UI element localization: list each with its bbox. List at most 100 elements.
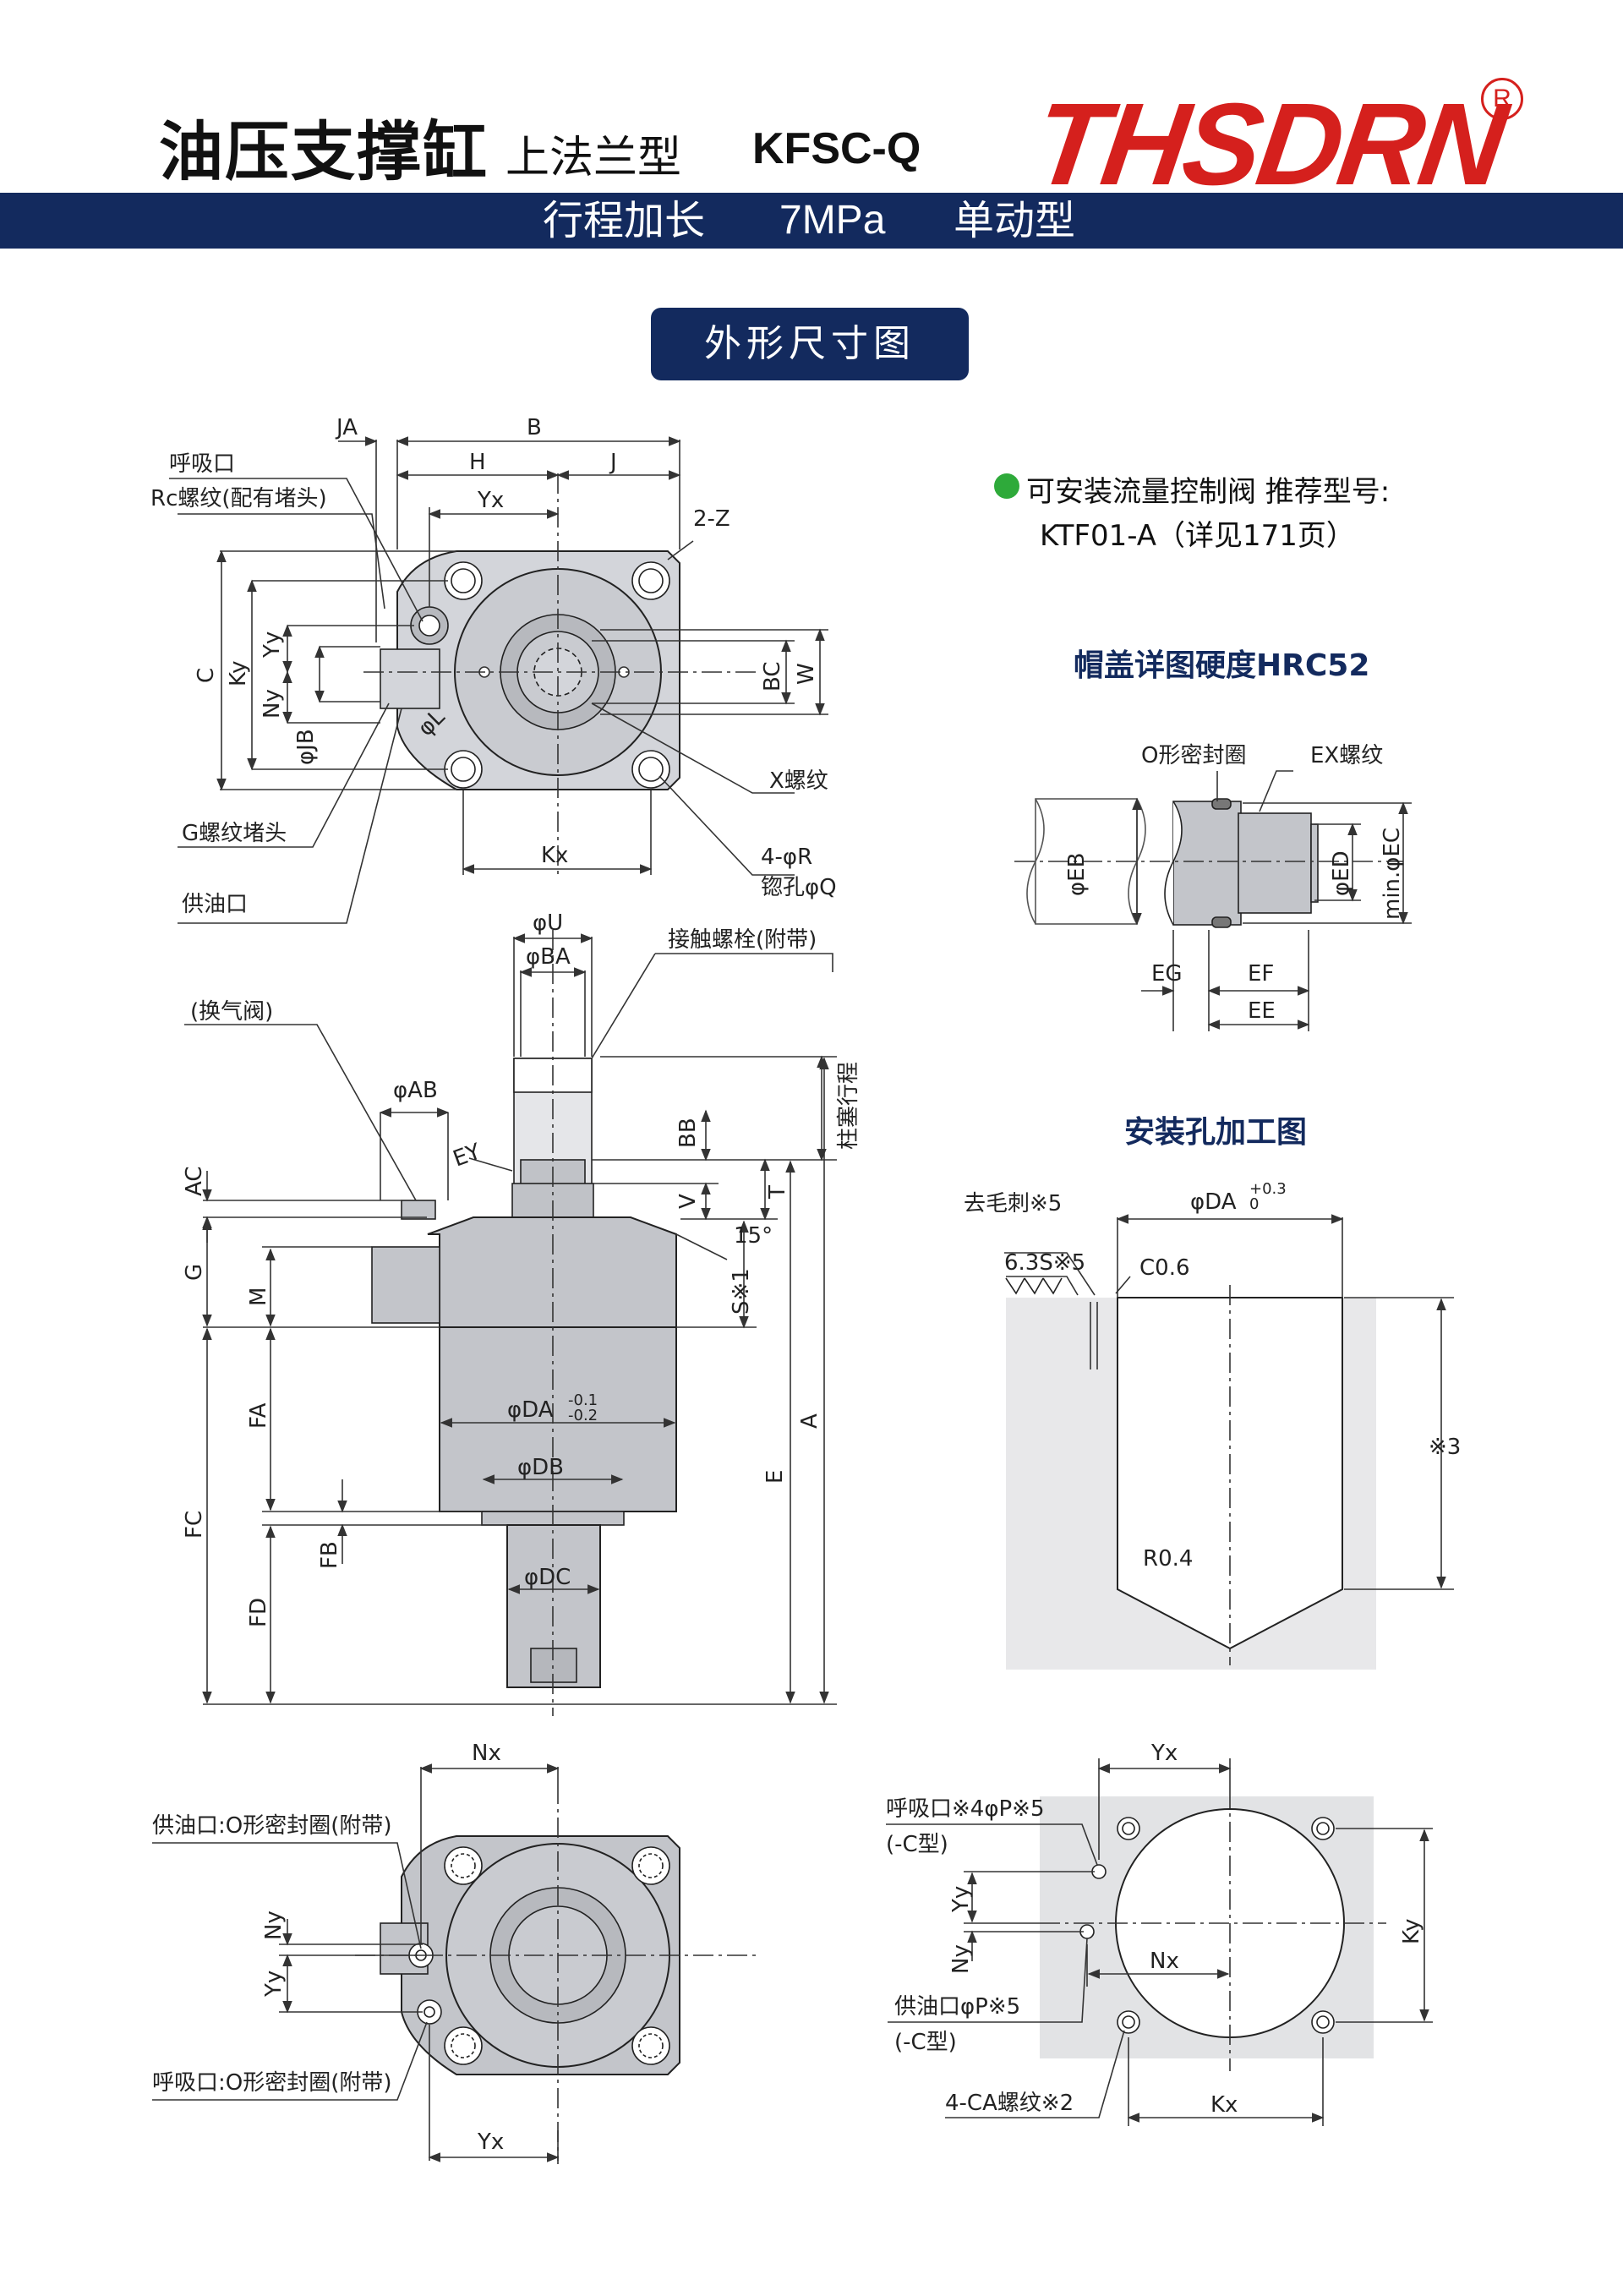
band-item-action: 单动型 xyxy=(954,197,1076,244)
dim-bc: BC xyxy=(760,661,785,692)
dim-dc: φDC xyxy=(524,1565,571,1590)
label-stroke: 柱塞行程 xyxy=(836,1062,861,1150)
dim-ey: EY xyxy=(450,1139,484,1172)
dim-ef: EF xyxy=(1248,961,1274,987)
dim-c: C xyxy=(194,668,219,683)
cap-detail-drawing xyxy=(1014,770,1412,1031)
label-x-thread: X螺纹 xyxy=(769,768,828,794)
green-bullet-icon xyxy=(994,473,1019,499)
label-rc-thread: Rc螺纹(配有堵头) xyxy=(150,486,327,511)
dim-yy-bottom: Yy xyxy=(261,1971,287,1998)
dim-fd: FD xyxy=(246,1598,271,1627)
dim-fa: FA xyxy=(246,1402,271,1429)
dim-t: T xyxy=(765,1185,790,1200)
label-c-type-1: (-C型) xyxy=(886,1832,948,1857)
mount-view-drawing xyxy=(886,1758,1433,2126)
dim-da: φDA xyxy=(507,1397,554,1423)
dim-g: G xyxy=(182,1264,207,1281)
label-roughness: 6.3S※5 xyxy=(1004,1250,1085,1276)
dim-ee: EE xyxy=(1248,998,1276,1024)
dim-yx-mount: Yx xyxy=(1150,1741,1178,1766)
dim-ky-mount: Ky xyxy=(1399,1918,1424,1944)
dim-jb: φJB xyxy=(293,729,319,765)
dim-e: E xyxy=(762,1470,788,1484)
dim-m: M xyxy=(246,1287,271,1306)
top-view-drawing xyxy=(169,436,828,924)
dim-bb: BB xyxy=(675,1118,701,1148)
label-breath-oring: 呼吸口:O形密封圈(附带) xyxy=(152,2070,392,2096)
registered-mark-icon: R xyxy=(1481,78,1523,120)
label-ex-thread: EX螺纹 xyxy=(1310,743,1383,768)
label-contact-bolt: 接触螺栓(附带) xyxy=(668,927,817,953)
valve-note-line1: 可安装流量控制阀 推荐型号: xyxy=(1026,475,1391,509)
dim-eg: EG xyxy=(1151,961,1183,987)
band-item-pressure: 7MPa xyxy=(779,198,886,243)
spec-band: 行程加长 7MPa 单动型 xyxy=(0,193,1623,249)
dim-nx: Nx xyxy=(472,1741,501,1766)
cap-detail-title: 帽盖详图硬度HRC52 xyxy=(1074,648,1370,683)
dim-ba: φBA xyxy=(526,944,571,970)
dim-da-tol-lower: -0.2 xyxy=(568,1407,598,1424)
dim-da-tol-upper: -0.1 xyxy=(568,1391,598,1409)
dim-ny-mount: Ny xyxy=(948,1944,974,1974)
label-deburr: 去毛刺※5 xyxy=(964,1191,1062,1216)
dim-q: 锪孔φQ xyxy=(761,875,837,900)
dim-nx-mount: Nx xyxy=(1150,1949,1179,1974)
dim-da-hole: φDA xyxy=(1190,1189,1237,1215)
dim-ja: JA xyxy=(335,415,358,440)
dim-kx: Kx xyxy=(541,843,568,868)
dim-v: V xyxy=(675,1194,701,1209)
dim-yx: Yx xyxy=(477,488,504,513)
dim-fc: FC xyxy=(182,1511,207,1539)
dim-w: W xyxy=(794,663,819,685)
dim-ny-bottom: Ny xyxy=(261,1911,287,1940)
label-g-plug: G螺纹堵头 xyxy=(182,821,287,846)
label-breath-p: 呼吸口※4φP※5 xyxy=(886,1796,1045,1822)
label-supply-oring: 供油口:O形密封圈(附带) xyxy=(152,1813,392,1839)
dim-j: J xyxy=(609,450,617,475)
band-item-stroke: 行程加长 xyxy=(543,197,706,244)
model-code: KFSC-Q xyxy=(752,124,921,173)
dim-ky: Ky xyxy=(226,660,251,686)
dim-4r: 4-φR xyxy=(761,845,812,870)
valve-note-line2: KTF01-A（详见171页） xyxy=(1040,519,1355,553)
dim-ed: φED xyxy=(1329,850,1354,896)
label-breath: 呼吸口 xyxy=(169,451,235,477)
dim-ec: min.φEC xyxy=(1380,828,1405,920)
hole-detail-drawing xyxy=(1004,1214,1454,1670)
hole-detail-title: 安装孔加工图 xyxy=(1124,1115,1308,1150)
label-r04: R0.4 xyxy=(1143,1546,1193,1572)
dim-ab: φAB xyxy=(393,1078,438,1103)
label-supply: 供油口 xyxy=(182,892,248,917)
label-oring: O形密封圈 xyxy=(1141,743,1246,768)
dim-u: φU xyxy=(533,910,563,936)
dim-b: B xyxy=(527,415,542,440)
dim-s: S※1 xyxy=(729,1268,754,1315)
dim-yx-bottom: Yx xyxy=(477,2129,504,2155)
label-c-type-2: (-C型) xyxy=(894,2030,957,2055)
dim-h: H xyxy=(469,450,486,475)
label-ca-thread: 4-CA螺纹※2 xyxy=(945,2091,1074,2116)
dim-ac: AC xyxy=(182,1167,207,1196)
dim-15deg: 15° xyxy=(734,1223,773,1249)
page-subtitle: 上法兰型 xyxy=(505,133,682,183)
side-view-drawing xyxy=(184,930,837,1716)
dim-db: φDB xyxy=(517,1455,564,1480)
dim-depth: ※3 xyxy=(1429,1435,1461,1460)
dim-yy-mount: Yy xyxy=(948,1886,974,1913)
dim-ny: Ny xyxy=(260,689,285,719)
bottom-view-drawing xyxy=(152,1763,761,2164)
dim-kx-mount: Kx xyxy=(1210,2092,1238,2118)
dim-2z: 2-Z xyxy=(693,506,730,532)
dim-da-hole-tol-lower: 0 xyxy=(1249,1195,1259,1213)
section-title: 外形尺寸图 xyxy=(651,308,969,380)
dim-yy: Yy xyxy=(260,631,285,659)
label-supply-p: 供油口φP※5 xyxy=(894,1994,1020,2020)
dim-fb: FB xyxy=(317,1541,342,1569)
dim-a: A xyxy=(797,1413,822,1429)
dim-da-hole-tol-upper: +0.3 xyxy=(1249,1180,1287,1198)
label-chamfer: C0.6 xyxy=(1139,1255,1190,1281)
label-vent: (换气阀) xyxy=(190,999,273,1025)
page-title: 油压支撑缸 xyxy=(159,114,489,189)
